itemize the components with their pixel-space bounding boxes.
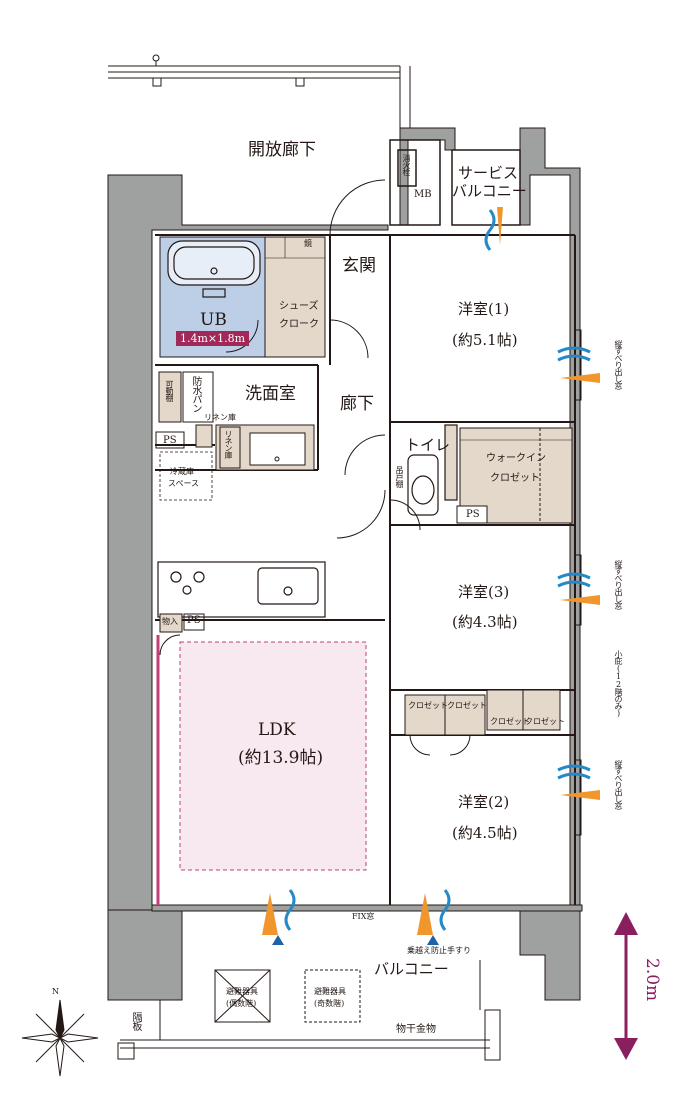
slide-window-label-1: 縦すべり出し窓: [614, 340, 623, 389]
western-room-1-size: (約5.1帖): [452, 331, 518, 349]
airflow-icon: [262, 207, 600, 945]
walkin-closet-label-2: クロゼット: [490, 473, 540, 484]
closets: [404, 689, 561, 736]
balcony-label: バルコニー: [374, 960, 449, 978]
windows-right: [574, 329, 582, 836]
bathtub-icon: [167, 240, 261, 298]
mirror-label: 鏡: [304, 239, 312, 248]
fire-hydrant-label: 消火栓: [402, 154, 411, 175]
fridge-space: [159, 451, 213, 501]
north-label: N: [52, 987, 59, 996]
washroom-label: 洗面室: [245, 384, 296, 404]
ub-size-badge: 1.4m×1.8m: [176, 331, 250, 347]
washroom-fixtures: [158, 371, 315, 471]
western-room-3-label: 洋室(3): [458, 583, 510, 601]
stove-icon: [170, 571, 205, 595]
slide-window-label-2: 縦すべり出し窓: [614, 560, 623, 609]
linen-cabinet-label: リネン庫: [224, 430, 233, 458]
service-balcony-label-1: サービス: [458, 164, 519, 182]
ub-label: UB: [200, 310, 227, 330]
ps-label-2: PS: [466, 509, 480, 520]
door-swings: [159, 179, 471, 756]
closet-label-4: クロゼット: [525, 717, 565, 726]
storage-ps: [155, 431, 205, 633]
ps-toilet: [456, 505, 488, 524]
hallway-label: 廊下: [340, 394, 374, 414]
open-corridor-rail: [108, 54, 411, 130]
closet-label-3: クロゼット: [490, 717, 530, 726]
kitchen-counter: [157, 561, 326, 618]
evacuation-even-note: (偶数階): [226, 999, 257, 1008]
drying-rack-label: 物干金物: [396, 1024, 436, 1035]
eaves-label: 小庇(12階のみ): [614, 650, 623, 717]
toilet-label: トイレ: [405, 436, 451, 454]
evacuation-odd-note: (奇数階): [314, 999, 345, 1008]
mb-label: MB: [414, 189, 432, 200]
movable-shelf-label: 可動棚: [165, 380, 174, 401]
ldk-size: (約13.9帖): [238, 748, 324, 768]
fridge-space-label-2: スペース: [168, 479, 200, 488]
evacuation-odd-label: 避難器具: [314, 987, 346, 996]
ps-label-3: PS: [187, 615, 201, 626]
western-room-2-size: (約4.5帖): [452, 824, 518, 842]
balcony-area: [117, 960, 501, 1061]
slide-window-label-3: 縦すべり出し窓: [614, 760, 623, 809]
waterproof-pan-label: 防水パン: [190, 376, 201, 412]
shoes-cloak-label-1: シューズ: [279, 301, 319, 312]
fridge-space-label-1: 冷蔵庫: [170, 467, 194, 476]
shoes-cloak: [264, 236, 326, 358]
hanging-shelf-label: 吊戸棚: [395, 466, 404, 487]
fix-window-label: FIX窓: [352, 912, 375, 921]
closet-label-2: クロゼット: [447, 701, 487, 710]
closet-label-1: クロゼット: [408, 701, 448, 710]
ldk-floor: [179, 641, 367, 871]
open-corridor-label: 開放廊下: [248, 140, 316, 160]
toilet-icon: [407, 424, 458, 516]
entrance-label: 玄関: [342, 256, 376, 276]
dimension-arrow-icon: [614, 912, 638, 1060]
western-room-3-size: (約4.3帖): [452, 613, 518, 631]
ps-label-1: PS: [163, 435, 177, 446]
western-room-1-label: 洋室(1): [458, 300, 510, 318]
storage-label: 物入: [162, 617, 178, 626]
anti-climb-rail-label: 乗越え防止手すり: [407, 946, 471, 955]
compass-icon: [21, 999, 99, 1077]
shoes-cloak-label-2: クローク: [279, 319, 319, 330]
dimension-label: 2.0m: [642, 958, 662, 1002]
western-room-2-label: 洋室(2): [458, 793, 510, 811]
linen-cabinet-small-label: リネン庫: [204, 413, 236, 422]
walkin-closet-label-1: ウォークイン: [486, 453, 546, 464]
service-balcony-label-2: バルコニー: [452, 182, 527, 200]
partition-label: 隔板: [130, 1012, 141, 1030]
ldk-label: LDK: [258, 720, 296, 740]
mb-area: [389, 139, 521, 226]
evacuation-even-label: 避難器具: [226, 987, 258, 996]
